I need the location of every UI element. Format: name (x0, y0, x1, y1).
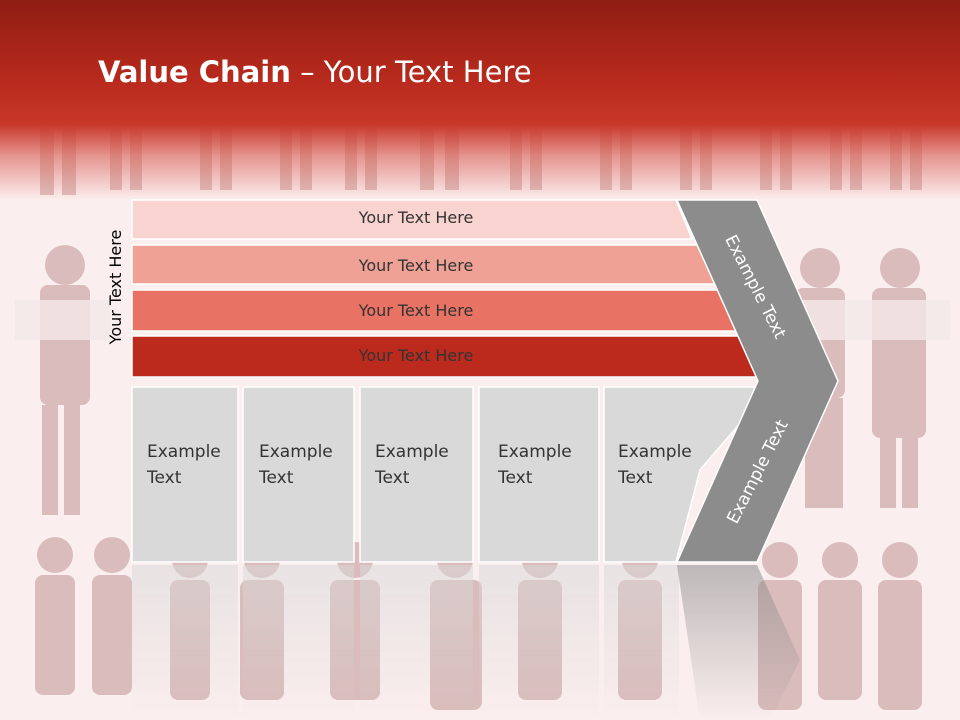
reflection-box-3 (360, 565, 473, 720)
header-band (0, 0, 960, 200)
reflection-chevron (677, 565, 800, 720)
box-label-5: Example Text (618, 439, 692, 491)
row-label-1: Your Text Here (358, 208, 474, 227)
title-rest: – Your Text Here (290, 55, 532, 89)
box-label-4: Example Text (498, 439, 572, 491)
title-bold: Value Chain (98, 55, 291, 89)
box-label-5-line1: Example (618, 442, 692, 462)
box-label-1-line1: Example (147, 442, 221, 462)
reflection-box-2 (243, 565, 354, 720)
box-label-3-line1: Example (375, 442, 449, 462)
reflection-box-1 (132, 565, 238, 720)
box-label-2-line2: Text (259, 468, 294, 488)
reflection-box-5 (604, 565, 679, 720)
box-label-4-line1: Example (498, 442, 572, 462)
box-label-2: Example Text (259, 439, 333, 491)
slide-title[interactable]: Value Chain – Your Text Here (98, 55, 532, 89)
example-box-1[interactable] (131, 386, 239, 563)
example-box-2[interactable] (242, 386, 355, 563)
reflection-box-4 (479, 565, 599, 720)
box-label-3: Example Text (375, 439, 449, 491)
box-label-2-line1: Example (259, 442, 333, 462)
example-box-3[interactable] (359, 386, 474, 563)
row-label-4: Your Text Here (358, 346, 474, 365)
box-label-5-line2: Text (618, 468, 653, 488)
row-bar-1[interactable] (131, 199, 694, 240)
row-label-2: Your Text Here (358, 256, 474, 275)
box-label-4-line2: Text (498, 468, 533, 488)
box-label-1: Example Text (147, 439, 221, 491)
chevron-arrow[interactable] (675, 199, 839, 563)
row-label-3: Your Text Here (358, 301, 474, 320)
example-box-4[interactable] (478, 386, 600, 563)
box-label-1-line2: Text (147, 468, 182, 488)
box-label-3-line2: Text (375, 468, 410, 488)
